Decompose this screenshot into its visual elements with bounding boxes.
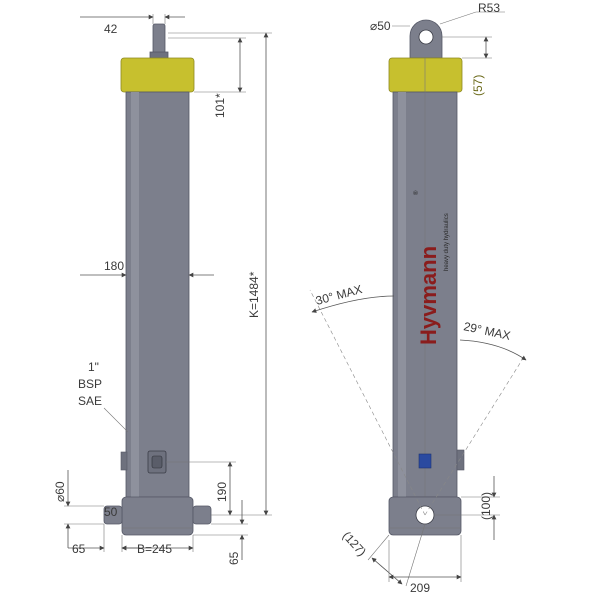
right-head-cap [388,57,463,93]
left-dim-base-height: 65 [227,551,241,565]
left-dim-port-height: 190 [215,482,229,502]
right-dim-bottom-width: 209 [410,581,430,595]
left-barrel-highlight [131,92,139,497]
left-base-pin-left [103,505,123,525]
left-dim-base-width: B=245 [137,542,172,556]
right-dim-diagonal: (127) [340,529,369,559]
right-dim-eye-radius: R53 [478,1,500,15]
right-side-lug [456,449,465,471]
left-view: 42 101* K=1484* 180 1" BSP SAE ⌀60 50 19… [53,14,272,565]
right-view: Hyvmann ® heavy duty hydraulics ⌀50 R53 … [309,1,527,595]
brand-registered-mark: ® [413,190,420,195]
right-dim-swing-right: 29° MAX [462,319,511,343]
left-base-body [121,496,194,536]
brand-logo: Hyvmann [416,246,441,345]
left-dim-stroke: K=1484* [247,271,261,318]
left-dim-pin-diameter: ⌀60 [53,481,67,502]
brand-tagline: heavy duty hydraulics [444,213,450,271]
left-port-inner [151,455,163,469]
right-dim-eye-diameter: ⌀50 [370,19,391,33]
right-port [418,453,432,469]
left-dim-top-width: 42 [104,22,118,36]
left-port-label-thread: BSP [78,377,102,391]
left-dim-overhang: 65 [72,542,86,556]
left-port-label-size: 1" [88,360,99,374]
left-port-label-standard: SAE [78,394,102,408]
right-dim-pivot-height: (100) [479,492,493,520]
left-head-cap [120,57,195,93]
right-eye-hole [418,29,434,45]
left-dim-pin-width: 50 [104,505,118,519]
right-dim-eye-height: (57) [471,75,485,96]
left-dim-head-height: 101* [213,93,227,118]
right-barrel-highlight [398,92,406,497]
left-base-pin-right [192,505,212,525]
left-dim-diameter: 180 [104,259,124,273]
left-side-lug [120,451,128,471]
